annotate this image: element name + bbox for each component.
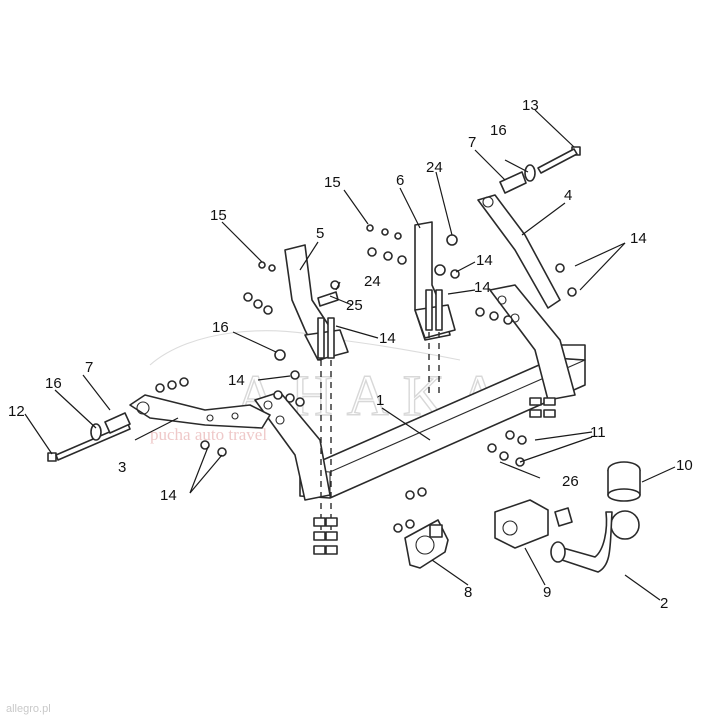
callout-14-bracket-6-lower: 14 xyxy=(474,279,491,296)
callout-14-left-arm: 14 xyxy=(160,487,177,504)
right-arm-part xyxy=(477,194,561,309)
right-end-plate-part xyxy=(489,284,576,401)
callout-15-left: 15 xyxy=(210,207,227,224)
bracket-5-part xyxy=(284,244,349,361)
callout-8: 8 xyxy=(464,584,472,601)
callout-14-middle: 14 xyxy=(228,372,245,389)
left-bolt-assembly xyxy=(47,412,131,462)
callout-26: 26 xyxy=(562,473,579,490)
watermark-tagline: pucha auto travel xyxy=(150,425,267,444)
right-bolt-assembly xyxy=(499,146,581,194)
callout-3: 3 xyxy=(118,459,126,476)
callout-6: 6 xyxy=(396,172,404,189)
callout-16-left: 16 xyxy=(45,375,62,392)
callout-24-top: 24 xyxy=(426,159,443,176)
tow-ball-part xyxy=(607,461,641,540)
callout-14-bracket-6-upper: 14 xyxy=(476,252,493,269)
callout-10: 10 xyxy=(676,457,693,474)
callout-7-left: 7 xyxy=(85,359,93,376)
callout-4: 4 xyxy=(564,187,572,204)
leader-lines xyxy=(24,109,676,601)
callout-11: 11 xyxy=(590,424,606,441)
through-bolts xyxy=(317,289,443,530)
callout-16-middle: 16 xyxy=(212,319,229,336)
callout-13: 13 xyxy=(522,97,539,114)
callout-14-right-arm: 14 xyxy=(630,230,647,247)
lower-nut-stacks xyxy=(313,397,556,555)
callout-1: 1 xyxy=(376,392,384,409)
callout-labels: 1 2 3 4 5 6 7 7 8 9 10 11 12 13 14 14 14… xyxy=(8,97,693,612)
credit-watermark: allegro.pl xyxy=(6,703,51,715)
socket-plate-part xyxy=(404,519,449,569)
callout-25: 25 xyxy=(346,297,363,314)
electrical-socket-part xyxy=(494,499,573,549)
callout-9: 9 xyxy=(543,584,551,601)
callout-24-bracket-5: 24 xyxy=(364,273,381,290)
tow-hook-neck-part xyxy=(550,511,613,573)
left-arm-part xyxy=(129,394,271,429)
callout-5: 5 xyxy=(316,225,324,242)
callout-2: 2 xyxy=(660,595,668,612)
callout-12: 12 xyxy=(8,403,25,420)
callout-16-right: 16 xyxy=(490,122,507,139)
callout-7-right: 7 xyxy=(468,134,476,151)
callout-15-bracket-5: 15 xyxy=(324,174,341,191)
callout-14-bracket-5: 14 xyxy=(379,330,396,347)
